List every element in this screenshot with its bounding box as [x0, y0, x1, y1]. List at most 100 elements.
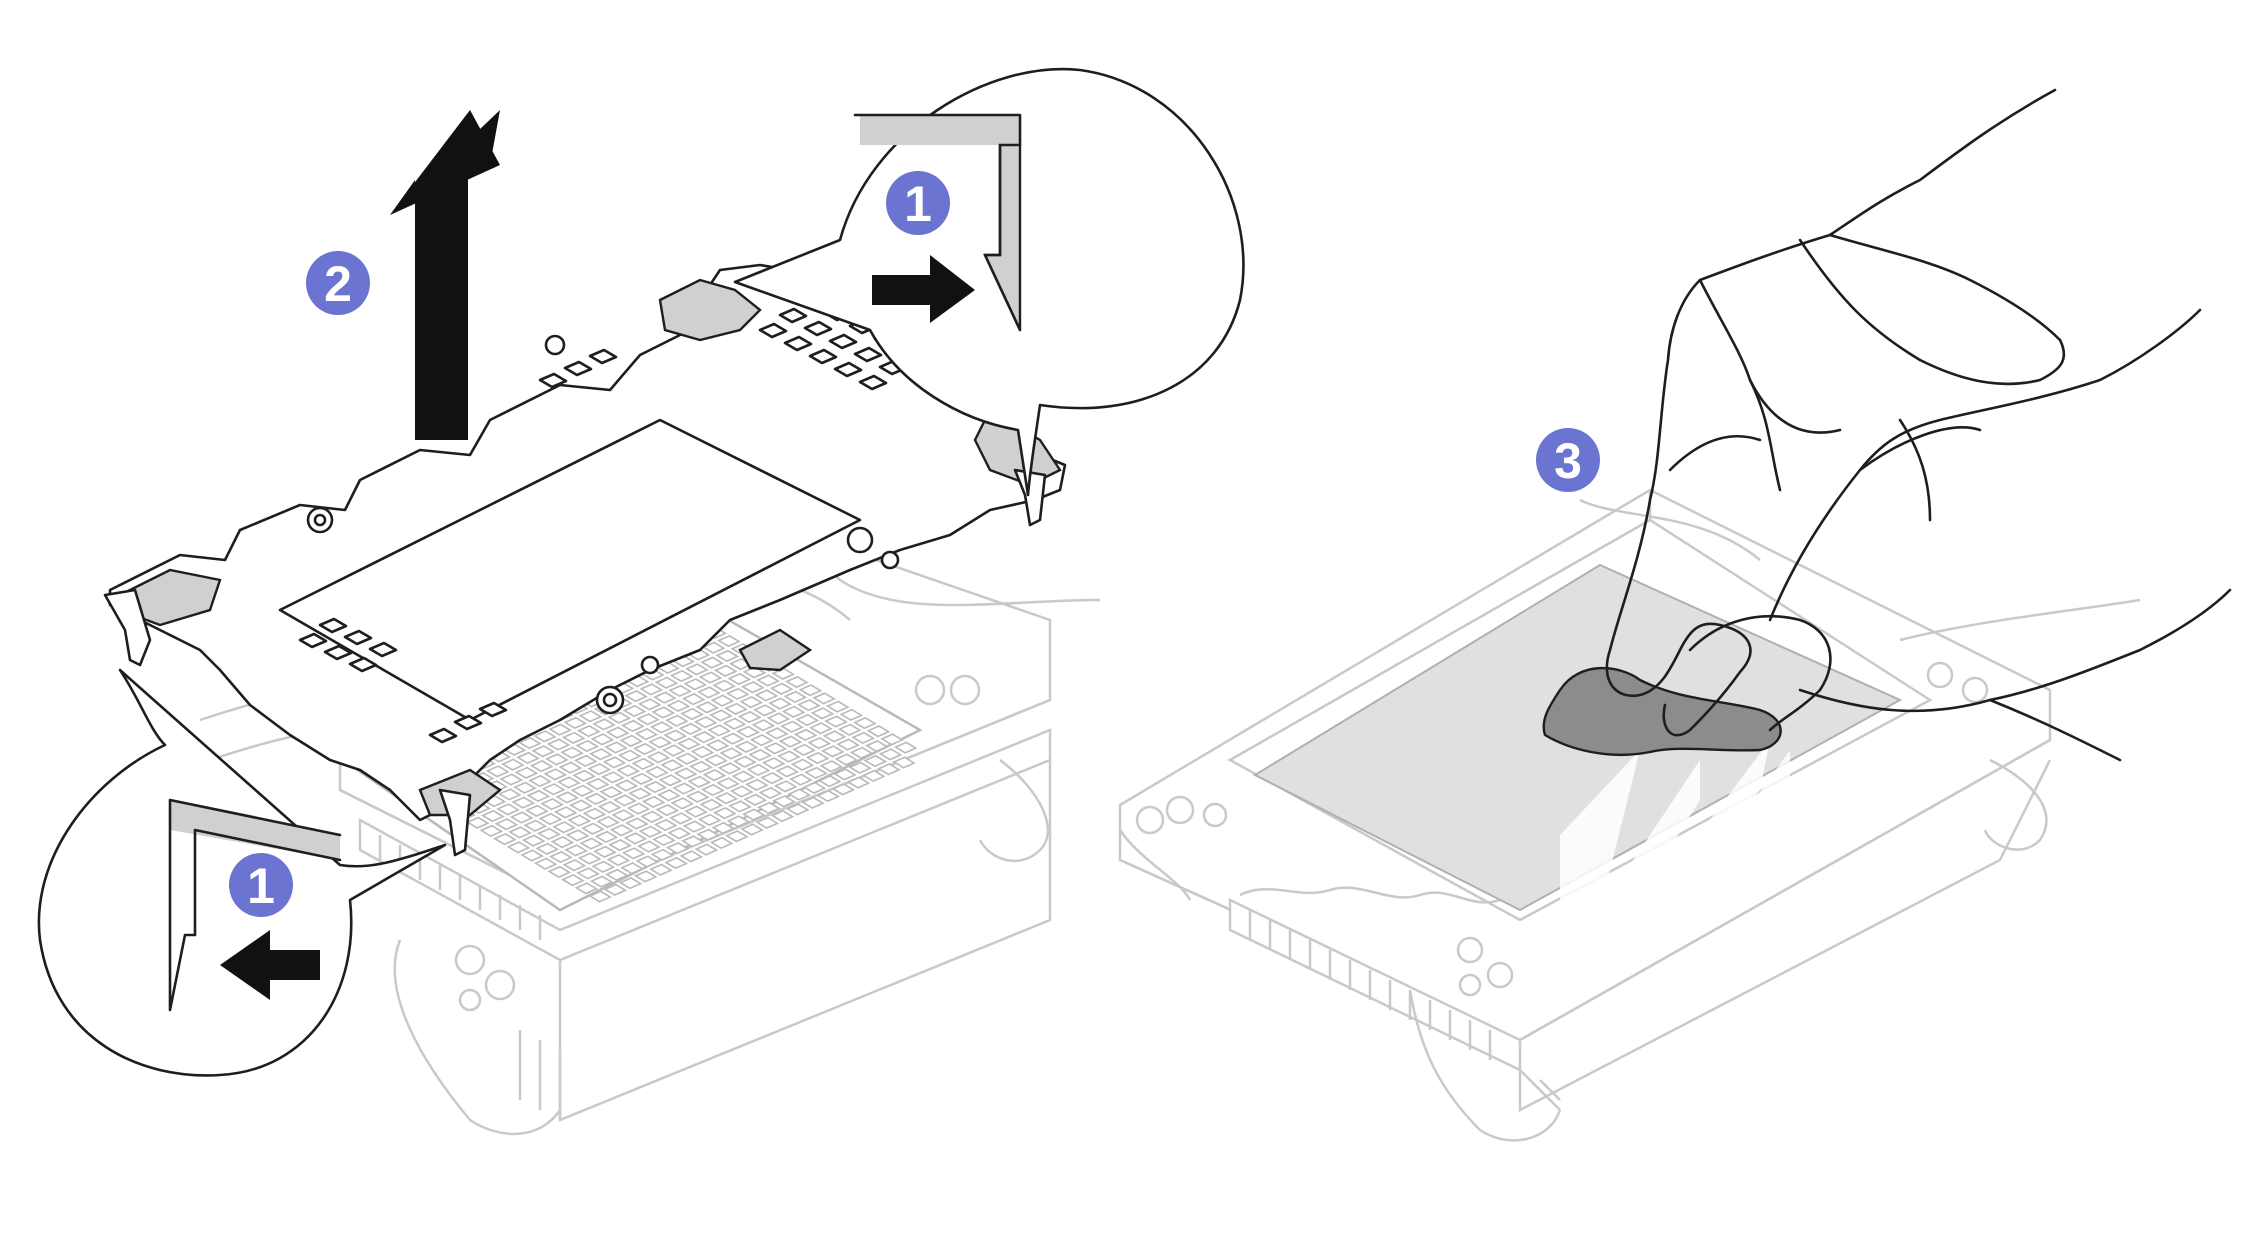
pad-cell [628, 787, 652, 800]
pad-cell [592, 718, 616, 731]
pad-cell [753, 704, 777, 717]
frame-window [563, 360, 593, 377]
pad-cell [569, 799, 593, 812]
frame-window [343, 629, 373, 646]
pad-cell [773, 780, 798, 793]
pad-cell [651, 706, 676, 719]
pad-cell [593, 845, 617, 858]
pad-cell [555, 791, 580, 804]
pad-cell [575, 739, 600, 753]
pad-cell [711, 821, 736, 835]
pad-cell [523, 819, 548, 832]
pad-cell [546, 738, 571, 751]
pad-cell [514, 766, 539, 779]
pad-cell [741, 808, 766, 821]
pad-cell [602, 756, 627, 769]
frame-window [428, 727, 458, 744]
pad-cell [599, 786, 624, 799]
pad-cell [819, 760, 844, 773]
pad-cell [653, 818, 678, 832]
pad-cell [560, 746, 584, 759]
pad-cell [729, 785, 754, 798]
callout-label: 3 [1554, 433, 1582, 489]
pad-cell [846, 776, 871, 789]
pad-cell [741, 681, 765, 694]
pad-cell [821, 745, 845, 758]
pad-cell [588, 890, 612, 903]
pad-cell [584, 792, 608, 806]
pad-cell [617, 749, 642, 762]
pad-cell [561, 731, 586, 744]
pad-cell [727, 672, 752, 686]
pad-cell [641, 795, 666, 809]
frame-window [853, 346, 883, 363]
pad-cell [557, 776, 581, 789]
pad-cell [549, 850, 573, 864]
pad-cell [597, 801, 622, 814]
pad-cell [650, 848, 675, 861]
pad-cell [621, 847, 646, 860]
pad-cell [572, 769, 596, 782]
right-arrow-icon [872, 255, 975, 323]
pad-cell [520, 849, 544, 862]
pad-cell [508, 826, 532, 839]
pad-cell [540, 798, 564, 811]
pad-cell [822, 730, 847, 743]
pad-cell [537, 827, 561, 841]
pad-cell [754, 689, 779, 702]
pad-cell [758, 786, 783, 800]
frame-window [833, 361, 863, 378]
frame-window [368, 641, 398, 658]
pad-cell [797, 699, 821, 712]
pad-cell [603, 883, 628, 896]
pad-cell [493, 833, 517, 846]
pad-cell [666, 699, 691, 712]
pad-cell [606, 853, 631, 867]
pad-cell [714, 792, 739, 805]
pad-cell [693, 716, 718, 729]
pad-cell [657, 789, 681, 802]
pad-cell [677, 737, 701, 750]
pad-cell [590, 733, 615, 746]
pad-cell [618, 877, 643, 890]
pad-cell [831, 783, 856, 796]
pad-cell [668, 684, 692, 698]
pad-cell [582, 807, 607, 820]
pad-cell [680, 707, 704, 721]
pad-cell [624, 690, 648, 703]
pad-cell [694, 843, 719, 856]
pad-cell [649, 863, 673, 876]
pad-cell [669, 812, 693, 825]
pad-cell [561, 874, 585, 887]
pad-cell [547, 865, 572, 879]
pad-cell [733, 755, 757, 768]
pad-cell [865, 740, 889, 753]
pad-cell [625, 817, 649, 830]
pad-cell [570, 784, 595, 797]
pad-cell [667, 827, 692, 840]
pad-cell [810, 707, 835, 720]
pad-cell [565, 829, 590, 842]
pad-cell [719, 747, 744, 760]
pad-cell [543, 768, 568, 781]
pad-cell [521, 834, 546, 847]
left-arrow-icon [220, 930, 320, 1000]
callout-step-3: 3 [1536, 428, 1600, 492]
pad-cell [712, 679, 736, 692]
pad-cell [645, 766, 669, 779]
pad-cell [685, 790, 710, 803]
pad-cell [836, 738, 860, 751]
pad-cell [646, 751, 671, 764]
pad-cell [689, 760, 713, 774]
pad-cell [816, 789, 840, 803]
pad-cell [728, 800, 752, 813]
pad-cell [804, 766, 828, 780]
pad-cell [578, 710, 603, 723]
pad-cell [755, 816, 780, 829]
pad-cell [696, 828, 720, 841]
pad-cell [576, 867, 600, 880]
pad-cell [812, 692, 836, 705]
pad-cell [638, 825, 663, 838]
pad-cell [692, 731, 716, 744]
pad-cell [746, 763, 771, 777]
